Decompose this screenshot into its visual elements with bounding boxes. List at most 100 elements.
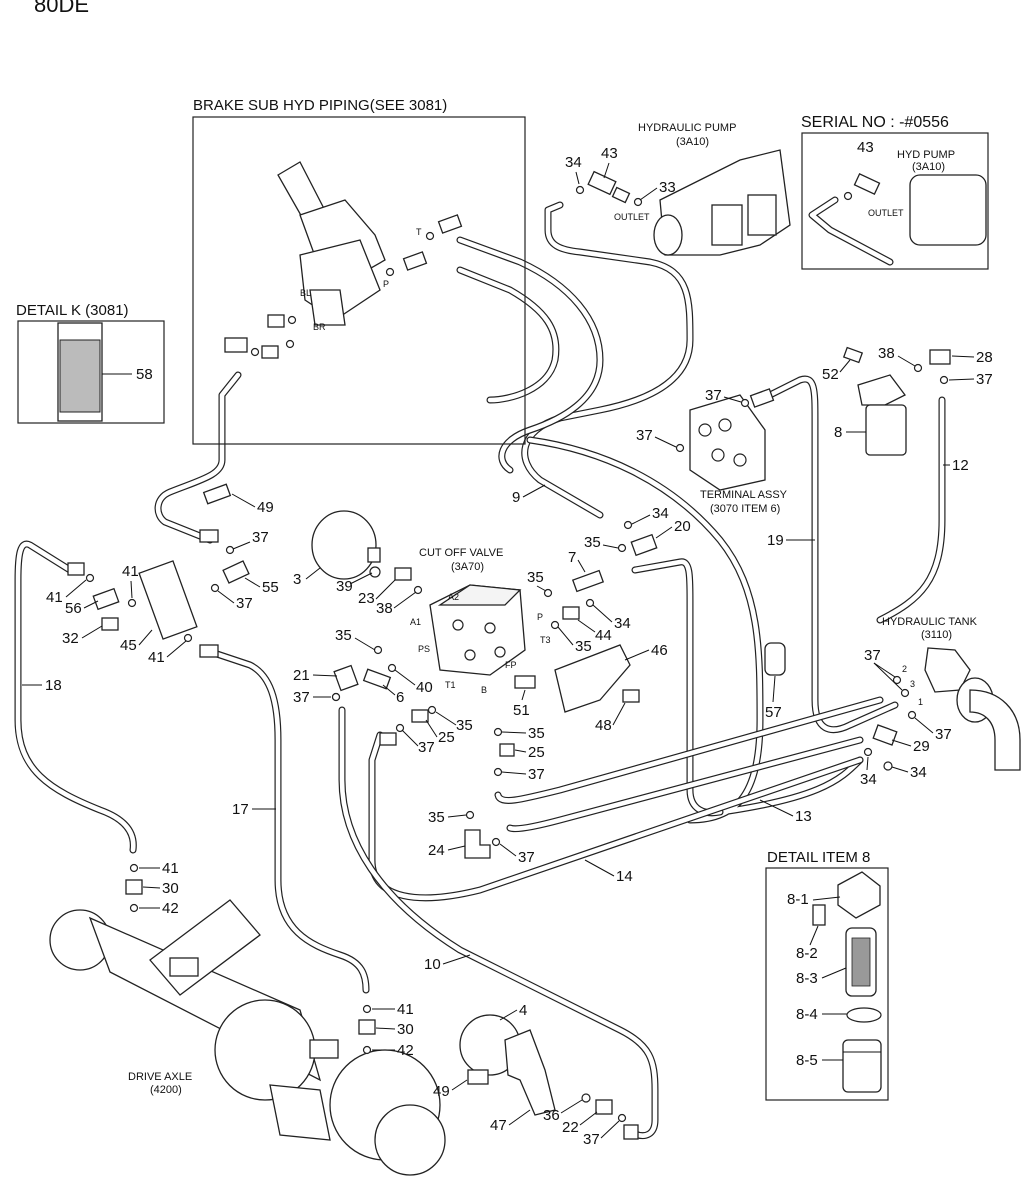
- callout-37h: 37: [935, 726, 952, 743]
- brake-sub-box: BRAKE SUB HYD PIPING(SEE 3081) T P BL BR: [192, 97, 526, 445]
- detail-k-title: DETAIL K (3081): [16, 302, 129, 319]
- valve-port-a1: A1: [410, 617, 421, 627]
- callout-37k: 37: [518, 849, 535, 866]
- callout-49b: 49: [433, 1083, 450, 1100]
- callout-3: 3: [293, 571, 301, 588]
- callout-37i: 37: [418, 739, 435, 756]
- callout-37d: 37: [252, 529, 269, 546]
- callout-30b: 30: [397, 1021, 414, 1038]
- callout-35d: 35: [335, 627, 352, 644]
- callout-41b: 41: [46, 589, 63, 606]
- detail-k-box: DETAIL K (3081) 58: [16, 302, 165, 424]
- brake-fitting-3: [224, 337, 248, 353]
- fitting-24: [464, 829, 491, 859]
- tank-port-3: 3: [910, 679, 915, 689]
- distribution-block: [67, 483, 250, 658]
- callout-45: 45: [120, 637, 137, 654]
- accumulator-3: [311, 510, 381, 580]
- serial-box: SERIAL NO : -#0556 HYD PUMP (3A10) 43 OU…: [801, 114, 989, 270]
- valve-port-ps: PS: [418, 644, 430, 654]
- callout-41c: 41: [148, 649, 165, 666]
- callout-7: 7: [568, 549, 576, 566]
- callout-12: 12: [952, 457, 969, 474]
- hose-network: [14, 201, 946, 1140]
- callout-44: 44: [595, 627, 612, 644]
- callout-46: 46: [651, 642, 668, 659]
- callout-33: 33: [659, 179, 676, 196]
- brake-port-bl: BL: [300, 288, 311, 298]
- brake-port-br: BR: [313, 322, 326, 332]
- brake-port-t: T: [416, 227, 422, 237]
- callout-14: 14: [616, 868, 633, 885]
- callout-35g: 35: [428, 809, 445, 826]
- callout-35b: 35: [527, 569, 544, 586]
- callout-34e: 34: [910, 764, 927, 781]
- valve-port-t1: T1: [445, 680, 456, 690]
- return-filter: [842, 346, 951, 456]
- tank-port-2: 2: [902, 664, 907, 674]
- fitting-20: [630, 533, 658, 557]
- callout-37b: 37: [705, 387, 722, 404]
- callout-34a: 34: [565, 154, 582, 171]
- cut-off-valve: CUT OFF VALVE (3A70) A2 A1 PS T1 P T3 FP…: [410, 547, 551, 695]
- callout-35c: 35: [575, 638, 592, 655]
- callout-30a: 30: [162, 880, 179, 897]
- callout-4: 4: [519, 1002, 527, 1019]
- callout-8-4: 8-4: [796, 1006, 818, 1023]
- callout-41d: 41: [162, 860, 179, 877]
- callout-28: 28: [976, 349, 993, 366]
- callout-8-1: 8-1: [787, 891, 809, 908]
- brake-fitting-1: [437, 214, 463, 234]
- callout-35a: 35: [584, 534, 601, 551]
- terminal-label: TERMINAL ASSY: [700, 489, 788, 501]
- callout-37a: 37: [976, 371, 993, 388]
- brake-port-p: P: [383, 279, 389, 289]
- brake-sub-title: BRAKE SUB HYD PIPING(SEE 3081): [193, 97, 447, 114]
- callout-8-2: 8-2: [796, 945, 818, 962]
- detail-item8-box: DETAIL ITEM 8: [765, 849, 889, 1101]
- callout-19: 19: [767, 532, 784, 549]
- hydraulic-tank-port: HYDRAULIC TANK (3110) 2 3 1: [863, 616, 1021, 771]
- callout-56: 56: [65, 600, 82, 617]
- callout-57: 57: [765, 704, 782, 721]
- callout-41a: 41: [122, 563, 139, 580]
- callout-29: 29: [913, 738, 930, 755]
- pump-outlet: OUTLET: [614, 212, 650, 222]
- axle-label: DRIVE AXLE: [128, 1071, 192, 1083]
- detail-item8-title: DETAIL ITEM 8: [767, 849, 870, 866]
- callout-51: 51: [513, 702, 530, 719]
- valve-bracket-46: [554, 644, 631, 713]
- callout-34d: 34: [860, 771, 877, 788]
- terminal-ref: (3070 ITEM 6): [710, 503, 780, 515]
- axle-ref: (4200): [150, 1084, 182, 1096]
- terminal-assy: TERMINAL ASSY (3070 ITEM 6): [675, 388, 788, 515]
- callout-10: 10: [424, 956, 441, 973]
- callout-32: 32: [62, 630, 79, 647]
- pump-elbow-43: [587, 170, 617, 196]
- valve-port-p: P: [537, 612, 543, 622]
- callout-18: 18: [45, 677, 62, 694]
- callout-55: 55: [262, 579, 279, 596]
- callout-8-3: 8-3: [796, 970, 818, 987]
- callout-22: 22: [562, 1119, 579, 1136]
- callout-21: 21: [293, 667, 310, 684]
- callout-41e: 41: [397, 1001, 414, 1018]
- callout-49a: 49: [257, 499, 274, 516]
- callout-25a: 25: [438, 729, 455, 746]
- callout-34b: 34: [652, 505, 669, 522]
- model-label: 80DE: [34, 0, 89, 17]
- valve-label: CUT OFF VALVE: [419, 547, 503, 559]
- brake-pedal: [277, 161, 386, 326]
- callout-37c: 37: [636, 427, 653, 444]
- serial-outlet: OUTLET: [868, 208, 904, 218]
- serial-pump: [909, 174, 987, 246]
- hose-brake-down: [154, 371, 242, 544]
- valve-ref: (3A70): [451, 561, 484, 573]
- callout-6: 6: [396, 689, 404, 706]
- callout-23: 23: [358, 590, 375, 607]
- serial-title: SERIAL NO : -#0556: [801, 114, 949, 131]
- serial-pump-ref: (3A10): [912, 161, 945, 173]
- callout-37l: 37: [583, 1131, 600, 1148]
- valve-port-t3: T3: [540, 635, 551, 645]
